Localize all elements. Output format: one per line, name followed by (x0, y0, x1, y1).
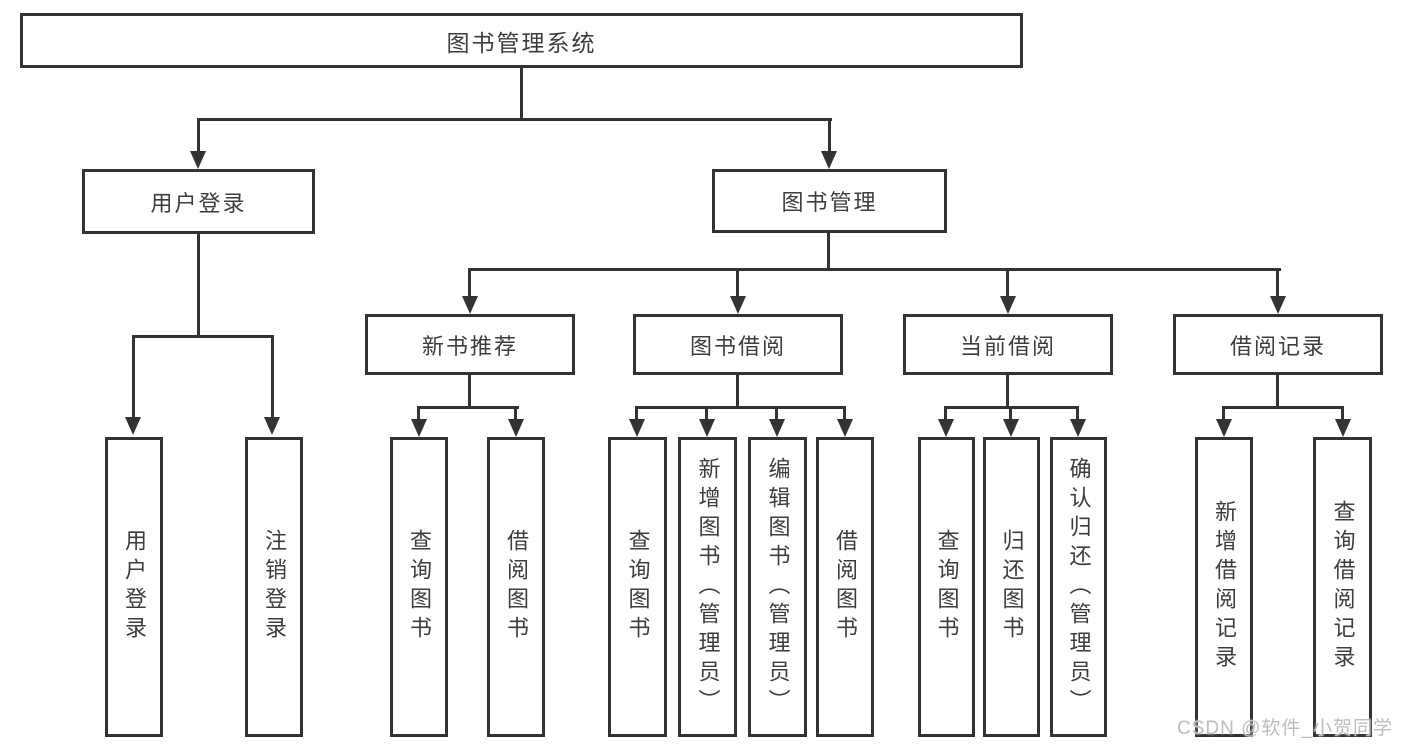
connector-user-login-branch (132, 335, 274, 338)
leaf-logout-login: 注销登录 (245, 437, 303, 737)
connector-user-login-trunk (197, 234, 200, 338)
node-book-management: 图书管理 (712, 169, 947, 233)
leaf-user-login: 用户登录 (105, 437, 163, 737)
connector-to-leaf (843, 406, 846, 419)
leaf-newbook-query-books: 查询图书 (390, 437, 448, 737)
leaf-borrow-query-books: 查询图书 (608, 437, 667, 737)
arrowhead-icon (938, 419, 954, 437)
connector-current-borrow-trunk (1006, 375, 1009, 409)
connector-to-leaf (635, 406, 638, 419)
connector-root-branch (197, 118, 832, 121)
connector-book-management-branch (468, 268, 1281, 271)
connector-new-book-trunk (468, 375, 471, 409)
arrowhead-icon (1216, 419, 1232, 437)
arrowhead-icon (1335, 419, 1351, 437)
arrowhead-icon (508, 419, 524, 437)
connector-to-leaf (944, 406, 947, 419)
arrowhead-icon (629, 419, 645, 437)
connector-to-user-login (197, 118, 200, 151)
arrowhead-icon (1270, 296, 1286, 314)
leaf-records-add-borrow-record: 新增借阅记录 (1195, 437, 1253, 737)
connector-book-borrow-trunk (736, 375, 739, 409)
connector-to-leaf (775, 406, 778, 419)
node-user-login: 用户登录 (82, 169, 315, 234)
leaf-current-query-books: 查询图书 (918, 437, 975, 737)
arrowhead-icon (411, 419, 427, 437)
connector-to-leaf (271, 335, 274, 417)
connector-borrow-records-trunk (1276, 375, 1279, 409)
arrowhead-icon (730, 296, 746, 314)
connector-root-trunk (520, 68, 523, 121)
arrowhead-icon (769, 419, 785, 437)
leaf-borrow-borrow-books: 借阅图书 (816, 437, 874, 737)
arrowhead-icon (821, 151, 837, 169)
leaf-borrow-add-books-admin: 新增图书（管理员） (678, 437, 737, 737)
connector-to-leaf (132, 335, 135, 417)
connector-to-current-borrow (1006, 268, 1009, 296)
connector-to-leaf (705, 406, 708, 419)
csdn-watermark: CSDN @软件_小贺同学 (1177, 718, 1393, 739)
connector-book-borrow-branch (635, 406, 846, 409)
arrowhead-icon (699, 419, 715, 437)
leaf-current-confirm-return-admin: 确认归还（管理员） (1050, 437, 1107, 737)
arrowhead-icon (1003, 419, 1019, 437)
connector-to-book-management (828, 118, 831, 151)
node-library-system: 图书管理系统 (20, 13, 1023, 68)
connector-to-leaf (1009, 406, 1012, 419)
connector-to-leaf (514, 406, 517, 419)
connector-borrow-records-branch (1222, 406, 1344, 409)
leaf-newbook-borrow-books: 借阅图书 (487, 437, 545, 737)
arrowhead-icon (125, 417, 141, 435)
node-book-borrow: 图书借阅 (633, 314, 843, 375)
arrowhead-icon (462, 296, 478, 314)
node-borrow-records: 借阅记录 (1173, 314, 1383, 375)
leaf-records-query-borrow-record: 查询借阅记录 (1313, 437, 1372, 737)
connector-to-leaf (1076, 406, 1079, 419)
leaf-current-return-books: 归还图书 (983, 437, 1040, 737)
connector-to-leaf (1341, 406, 1344, 419)
connector-to-leaf (417, 406, 420, 419)
connector-book-management-trunk (827, 233, 830, 271)
arrowhead-icon (190, 151, 206, 169)
connector-to-book-borrow (736, 268, 739, 296)
node-current-borrow: 当前借阅 (903, 314, 1113, 375)
connector-to-new-book (468, 268, 471, 296)
arrowhead-icon (264, 417, 280, 435)
arrowhead-icon (1000, 296, 1016, 314)
arrowhead-icon (837, 419, 853, 437)
connector-to-leaf (1222, 406, 1225, 419)
node-new-book-recommend: 新书推荐 (365, 314, 575, 375)
arrowhead-icon (1070, 419, 1086, 437)
leaf-borrow-edit-books-admin: 编辑图书（管理员） (748, 437, 807, 737)
connector-to-borrow-records (1276, 268, 1279, 296)
connector-new-book-branch (417, 406, 519, 409)
